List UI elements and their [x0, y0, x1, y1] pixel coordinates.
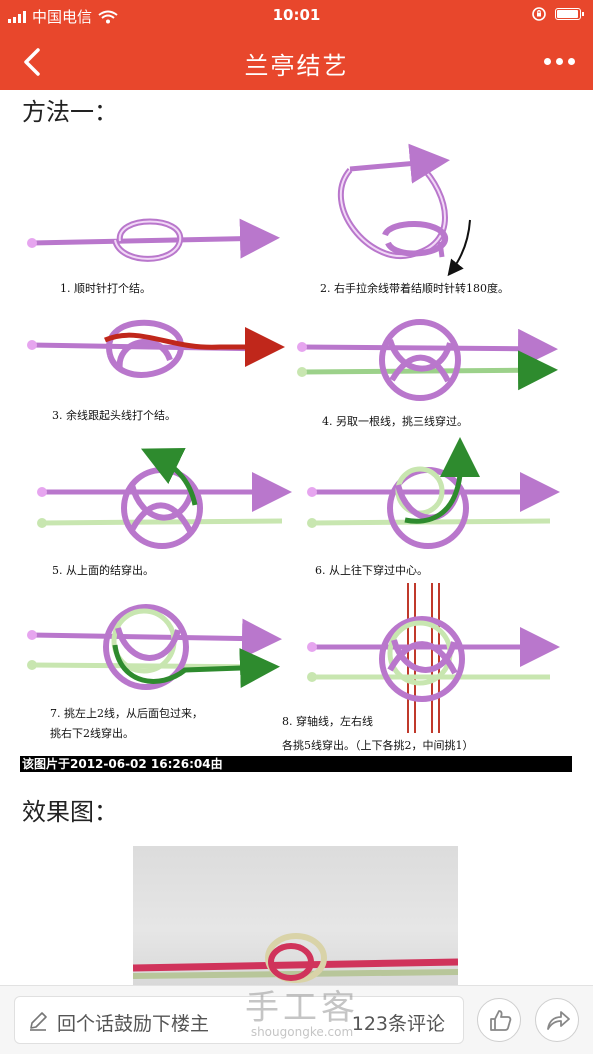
step-5-figure [37, 447, 292, 549]
signal-icon [8, 10, 26, 23]
back-icon[interactable] [14, 42, 54, 82]
share-icon [547, 1011, 570, 1030]
step-3-label: 3. 余线跟起头线打个结。 [52, 408, 176, 422]
step-4-figure [297, 319, 558, 401]
share-button[interactable] [535, 998, 579, 1042]
wifi-icon [98, 10, 118, 23]
rotation-lock-icon [532, 7, 546, 21]
step-8-label-a: 8. 穿轴线，左右线 [282, 714, 373, 728]
step-4-label: 4. 另取一根线，挑三线穿过。 [322, 414, 468, 428]
page-title: 兰亭结艺 [244, 52, 349, 80]
method-title: 方法一： [22, 98, 118, 126]
step-8-label-b: 各挑5线穿出。（上下各挑2，中间挑1） [282, 738, 474, 752]
battery-icon [555, 8, 584, 20]
status-bar: 中国电信 10:01 [0, 0, 593, 32]
step-7-label-a: 7. 挑左上2线，从后面包过来， [50, 706, 203, 720]
step-3-figure [27, 319, 285, 378]
status-time: 10:01 [272, 6, 321, 24]
status-right [531, 6, 584, 22]
comment-input[interactable]: 回个话鼓励下楼主 123条评论 [14, 996, 464, 1044]
step-6-figure [307, 437, 560, 549]
step-6-label: 6. 从上往下穿过中心。 [315, 563, 428, 577]
bottom-bar: 回个话鼓励下楼主 123条评论 [0, 985, 593, 1054]
comment-placeholder: 回个话鼓励下楼主 [57, 1013, 210, 1035]
more-icon[interactable] [537, 46, 581, 76]
nav-bar: 兰亭结艺 [0, 32, 593, 90]
step-5-label: 5. 从上面的结穿出。 [52, 563, 154, 577]
pen-icon [30, 1012, 47, 1031]
step-1-figure [27, 218, 280, 262]
image-caption: 该图片于2012-06-02 16:26:04由 [20, 756, 572, 772]
comment-count[interactable]: 123条评论 [351, 1013, 445, 1035]
knot-diagram: 1. 顺时针打个结。 2. 右手拉余线带着结顺时针转180度。 3. 余线跟起头… [20, 125, 573, 773]
step-2-label: 2. 右手拉余线带着结顺时针转180度。 [320, 281, 509, 295]
step-2-figure [337, 143, 471, 277]
carrier-label: 中国电信 [32, 8, 93, 26]
step-7-label-b: 挑右下2线穿出。 [50, 726, 134, 740]
like-button[interactable] [477, 998, 521, 1042]
step-8-figure [307, 583, 560, 733]
thumbs-up-icon [490, 1010, 512, 1031]
step-7-figure [27, 604, 282, 690]
result-photo [133, 846, 458, 986]
result-title: 效果图： [22, 798, 118, 826]
status-left: 中国电信 [8, 6, 118, 27]
step-1-label: 1. 顺时针打个结。 [60, 281, 151, 295]
